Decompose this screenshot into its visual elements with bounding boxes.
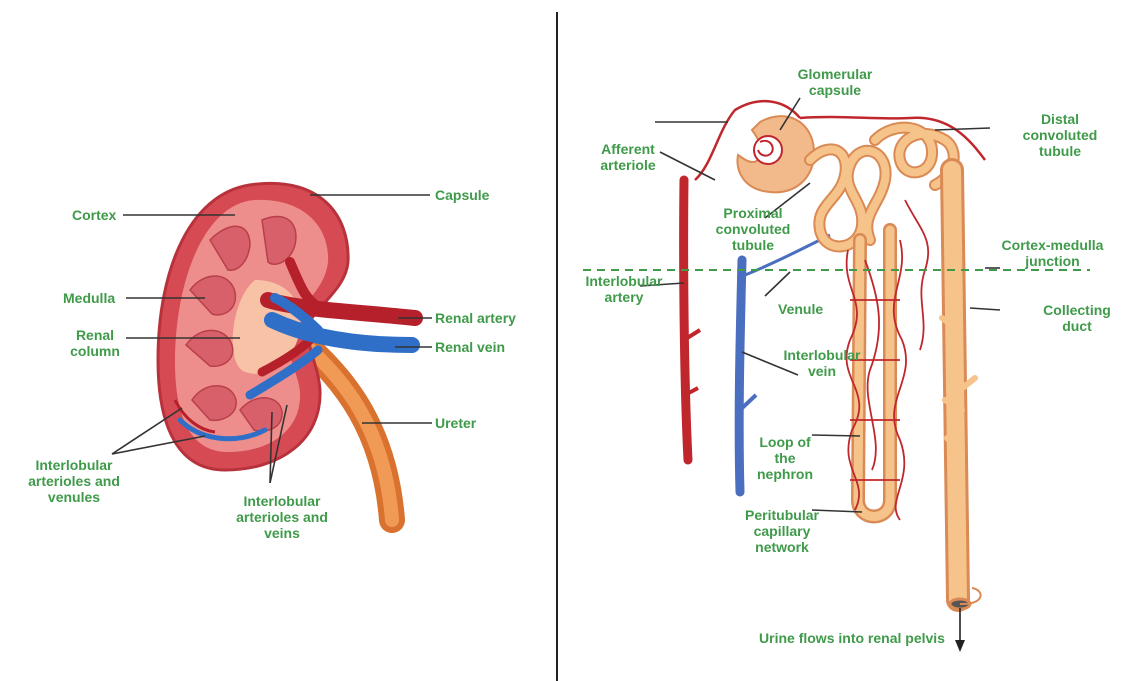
label-peritubular: Peritubular capillary network [737, 507, 827, 555]
label-urine-flow: Urine flows into renal pelvis [742, 630, 962, 646]
label-distal-tubule: Distal convoluted tubule [1015, 111, 1105, 159]
label-loop: Loop of the nephron [750, 434, 820, 482]
label-arterioles-venules: Interlobular arterioles and venules [14, 457, 134, 505]
label-venule: Venule [778, 301, 823, 317]
label-collecting-duct: Collecting duct [1032, 302, 1122, 334]
collecting-duct [942, 170, 981, 609]
interlobular-vein-vessel [739, 260, 742, 492]
label-glomerular-capsule: Glomerular capsule [785, 66, 885, 98]
label-renal-vein: Renal vein [435, 339, 505, 355]
label-medulla: Medulla [63, 290, 115, 306]
kidney-illustration [158, 183, 415, 520]
label-ureter: Ureter [435, 415, 476, 431]
label-interlobular-artery: Interlobular artery [578, 273, 670, 305]
label-afferent-arteriole: Afferent arteriole [588, 141, 668, 173]
label-cortex-medulla: Cortex-medulla junction [990, 237, 1115, 269]
label-proximal-tubule: Proximal convoluted tubule [703, 205, 803, 253]
label-interlobular-vein: Interlobular vein [772, 347, 872, 379]
interlobular-artery-vessel [684, 180, 688, 460]
label-cortex: Cortex [72, 207, 116, 223]
label-capsule: Capsule [435, 187, 489, 203]
glomerular-capsule [737, 116, 814, 192]
label-renal-column: Renal column [60, 327, 130, 359]
label-renal-artery: Renal artery [435, 310, 516, 326]
label-arterioles-veins: Interlobular arterioles and veins [222, 493, 342, 541]
